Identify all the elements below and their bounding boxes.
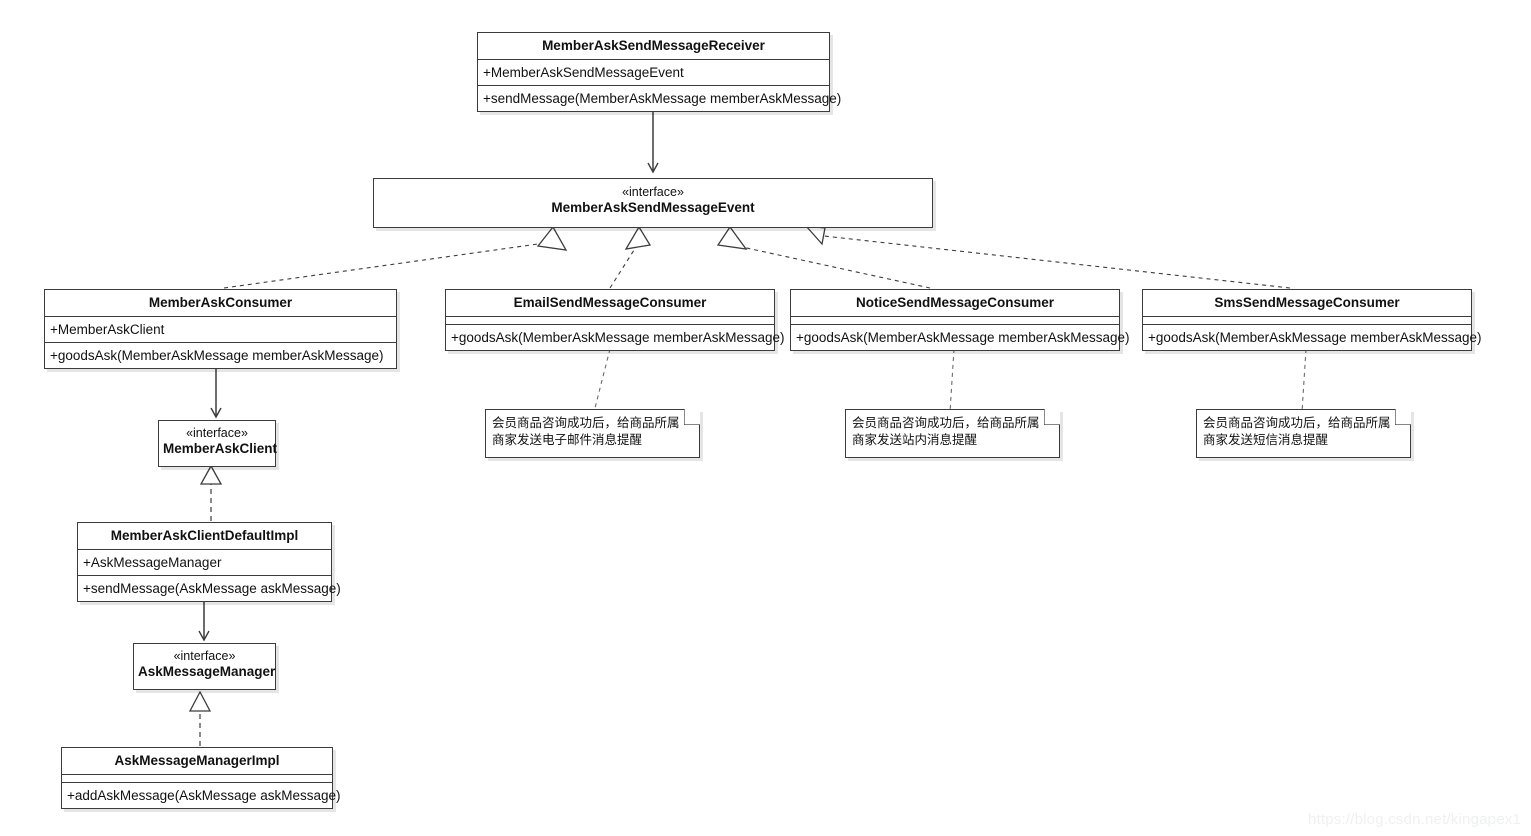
realization-memberaskclientdefaultimpl	[199, 464, 223, 521]
class-box-member-ask-send-message-receiver[interactable]: MemberAskSendMessageReceiver +MemberAskS…	[477, 32, 841, 112]
note-notice-send-message[interactable]: 会员商品咨询成功后，给商品所属 商家发送站内消息提醒	[845, 409, 1060, 458]
note-sms-send-message[interactable]: 会员商品咨询成功后，给商品所属 商家发送短信消息提醒	[1196, 409, 1411, 458]
class-box-notice-send-message-consumer[interactable]: NoticeSendMessageConsumer +goodsAsk(Memb…	[790, 289, 1130, 351]
interface-stereotype: «interface»	[173, 649, 236, 663]
class-attribute: +MemberAskClient	[45, 316, 396, 342]
class-title: MemberAskSendMessageReceiver	[542, 38, 765, 53]
realization-memberaskconsumer	[223, 225, 568, 289]
class-box-member-ask-consumer[interactable]: MemberAskConsumer +MemberAskClient +good…	[44, 289, 397, 369]
class-attribute: +AskMessageManager	[78, 549, 331, 575]
class-method: +sendMessage(MemberAskMessage memberAskM…	[478, 85, 841, 111]
note-text: 会员商品咨询成功后，给商品所属 商家发送电子邮件消息提醒	[492, 416, 680, 447]
class-box-ask-message-manager[interactable]: «interface» AskMessageManager	[133, 643, 276, 690]
realization-noticesendmessageconsumer	[716, 225, 931, 289]
class-attributes-empty	[791, 316, 1119, 324]
interface-name: MemberAskClient	[163, 441, 278, 456]
class-attributes-empty	[446, 316, 774, 324]
note-email-send-message[interactable]: 会员商品咨询成功后，给商品所属 商家发送电子邮件消息提醒	[485, 409, 700, 458]
class-title: «interface» MemberAskSendMessageEvent	[374, 179, 932, 221]
watermark: https://blog.csdn.net/kingapex1	[1307, 811, 1521, 828]
class-title: AskMessageManagerImpl	[114, 753, 280, 768]
class-box-sms-send-message-consumer[interactable]: SmsSendMessageConsumer +goodsAsk(MemberA…	[1142, 289, 1482, 351]
class-method: +goodsAsk(MemberAskMessage memberAskMess…	[45, 342, 396, 368]
class-box-ask-message-manager-impl[interactable]: AskMessageManagerImpl +addAskMessage(Ask…	[61, 747, 341, 809]
note-text: 会员商品咨询成功后，给商品所属 商家发送短信消息提醒	[1203, 416, 1391, 447]
class-box-member-ask-client[interactable]: «interface» MemberAskClient	[158, 420, 278, 467]
note-body	[485, 409, 700, 458]
interface-name: AskMessageManager	[138, 664, 276, 679]
interface-stereotype: «interface»	[186, 426, 248, 440]
class-box-email-send-message-consumer[interactable]: EmailSendMessageConsumer +goodsAsk(Membe…	[445, 289, 785, 351]
note-text: 会员商品咨询成功后，给商品所属 商家发送站内消息提醒	[852, 416, 1040, 447]
class-method: +goodsAsk(MemberAskMessage memberAskMess…	[1143, 324, 1482, 350]
class-title: SmsSendMessageConsumer	[1214, 295, 1400, 310]
class-method: +goodsAsk(MemberAskMessage memberAskMess…	[791, 324, 1130, 350]
realization-smssendmessageconsumer	[804, 225, 1291, 289]
note-anchor-email	[593, 348, 611, 413]
interface-name: MemberAskSendMessageEvent	[551, 200, 755, 215]
class-title: NoticeSendMessageConsumer	[855, 295, 1055, 310]
class-title: MemberAskClientDefaultImpl	[110, 528, 299, 543]
class-title: MemberAskConsumer	[148, 295, 293, 310]
class-attributes-empty	[1143, 316, 1471, 324]
note-anchor-sms	[1301, 348, 1307, 413]
class-box-member-ask-client-default-impl[interactable]: MemberAskClientDefaultImpl +AskMessageMa…	[77, 522, 341, 602]
class-title: EmailSendMessageConsumer	[513, 295, 707, 310]
class-method: +addAskMessage(AskMessage askMessage)	[62, 782, 341, 808]
class-attribute: +MemberAskSendMessageEvent	[478, 59, 829, 85]
class-attributes-empty	[62, 774, 332, 782]
interface-stereotype: «interface»	[622, 185, 684, 199]
class-title: «interface» MemberAskClient	[159, 421, 278, 462]
class-method: +sendMessage(AskMessage askMessage)	[78, 575, 341, 601]
realization-emailsendmessageconsumer	[609, 225, 652, 289]
class-box-member-ask-send-message-event[interactable]: «interface» MemberAskSendMessageEvent	[373, 178, 933, 228]
class-title: «interface» AskMessageManager	[134, 644, 275, 685]
realization-askmessagemanagerimpl	[188, 690, 212, 746]
class-method: +goodsAsk(MemberAskMessage memberAskMess…	[446, 324, 785, 350]
note-body	[845, 409, 1060, 458]
note-anchor-notice	[949, 348, 955, 413]
